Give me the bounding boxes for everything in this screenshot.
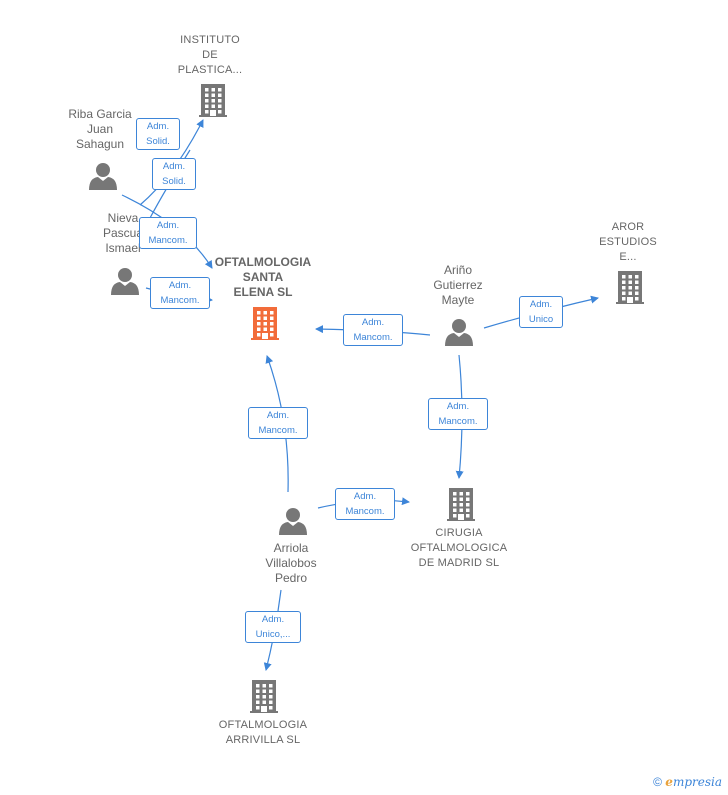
edge-label-arriola-arrivilla[interactable]: Adm. Unico,...	[245, 611, 301, 643]
label-line: Ariño	[443, 263, 472, 277]
label-line: PLASTICA...	[177, 64, 243, 76]
label-line: Ismael	[105, 241, 141, 255]
label-line: OFTALMOLOGIA	[218, 719, 308, 731]
edge-label-riba-instituto[interactable]: Adm. Solid.	[136, 118, 180, 150]
edge-label-line: Mancom.	[438, 416, 478, 427]
company-label-aror[interactable]: AROR ESTUDIOS E...	[588, 220, 668, 265]
label-line: DE MADRID SL	[418, 557, 500, 569]
label-line: Juan	[86, 122, 114, 136]
edge-label-line: Adm.	[529, 299, 553, 310]
edge-label-arriola-santa[interactable]: Adm. Mancom.	[248, 407, 308, 439]
edge-label-riba-santa[interactable]: Adm. Mancom.	[139, 217, 197, 249]
person-label-nieva[interactable]: Nieva Pascua Ismael	[88, 211, 158, 256]
label-line: ESTUDIOS	[599, 236, 657, 248]
person-label-riba[interactable]: Riba Garcia Juan Sahagun	[56, 107, 144, 152]
building-icon-cirugia	[447, 488, 475, 521]
label-line: E...	[619, 251, 637, 263]
building-icon-aror	[616, 271, 644, 304]
company-label-instituto[interactable]: INSTITUTO DE PLASTICA...	[164, 33, 256, 78]
edge-label-arriola-cirugia[interactable]: Adm. Mancom.	[335, 488, 395, 520]
label-line: CIRUGIA	[435, 527, 483, 539]
label-line: Sahagun	[75, 137, 125, 151]
label-line: Arriola	[273, 541, 309, 555]
edge-label-line: Adm.	[168, 280, 192, 291]
edge-label-line: Unico	[528, 314, 554, 325]
edge-label-line: Adm.	[261, 614, 285, 625]
label-line: Villalobos	[265, 556, 317, 570]
edge-label-line: Adm.	[353, 491, 377, 502]
label-line: Pedro	[274, 571, 308, 585]
label-line: Mayte	[441, 293, 475, 307]
edge-label-line: Mancom.	[345, 506, 385, 517]
copyright-icon: ©	[653, 775, 662, 789]
brand-logo-e: e	[665, 775, 673, 789]
edge-label-line: Adm.	[146, 121, 170, 132]
building-icon-instituto	[199, 84, 227, 117]
edge-label-line: Unico,...	[255, 629, 291, 640]
person-icon-arriola	[279, 508, 307, 535]
label-line: DE	[202, 49, 218, 61]
company-label-santa-elena[interactable]: OFTALMOLOGIA SANTA ELENA SL	[208, 255, 318, 300]
person-icon-nieva	[111, 268, 139, 295]
person-label-arino[interactable]: Ariño Gutierrez Mayte	[418, 263, 498, 308]
edge-label-line: Adm.	[162, 161, 186, 172]
edge-label-nieva-santa[interactable]: Adm. Mancom.	[150, 277, 210, 309]
company-label-cirugia[interactable]: CIRUGIA OFTALMOLOGICA DE MADRID SL	[402, 526, 516, 571]
edge-label-arino-aror[interactable]: Adm. Unico	[519, 296, 563, 328]
building-icon-arrivilla	[250, 680, 278, 713]
edge-label-line: Solid.	[162, 176, 186, 187]
label-line: ELENA SL	[233, 285, 293, 299]
label-line: ARRIVILLA SL	[225, 734, 301, 746]
company-label-arrivilla[interactable]: OFTALMOLOGIA ARRIVILLA SL	[208, 718, 318, 748]
edge-label-line: Adm.	[266, 410, 290, 421]
label-line: OFTALMOLOGIA	[214, 255, 312, 269]
edge-label-line: Mancom.	[160, 295, 200, 306]
edge-label-arino-santa[interactable]: Adm. Mancom.	[343, 314, 403, 346]
edge-label-line: Mancom.	[258, 425, 298, 436]
edge-label-line: Mancom.	[148, 235, 188, 246]
label-line: Pascua	[102, 226, 144, 240]
edge-label-arino-cirugia[interactable]: Adm. Mancom.	[428, 398, 488, 430]
label-line: AROR	[611, 221, 645, 233]
label-line: OFTALMOLOGICA	[410, 542, 508, 554]
edge-label-line: Adm.	[446, 401, 470, 412]
edge-label-line: Mancom.	[353, 332, 393, 343]
brand-logo-text: mpresia	[672, 775, 722, 789]
label-line: Nieva	[107, 211, 139, 225]
label-line: INSTITUTO	[180, 34, 240, 46]
label-line: SANTA	[242, 270, 284, 284]
person-icon-arino	[445, 319, 473, 346]
label-line: Gutierrez	[433, 278, 483, 292]
brand-watermark[interactable]: © empresia	[653, 775, 722, 789]
edge-label-nieva-instituto[interactable]: Adm. Solid.	[152, 158, 196, 190]
edge-label-line: Adm.	[361, 317, 385, 328]
person-icon-riba	[89, 163, 117, 190]
edge-label-line: Solid.	[146, 136, 170, 147]
building-icon-santa-elena	[251, 307, 279, 340]
edge-label-line: Adm.	[156, 220, 180, 231]
label-line: Riba Garcia	[68, 107, 132, 121]
person-label-arriola[interactable]: Arriola Villalobos Pedro	[246, 541, 336, 586]
